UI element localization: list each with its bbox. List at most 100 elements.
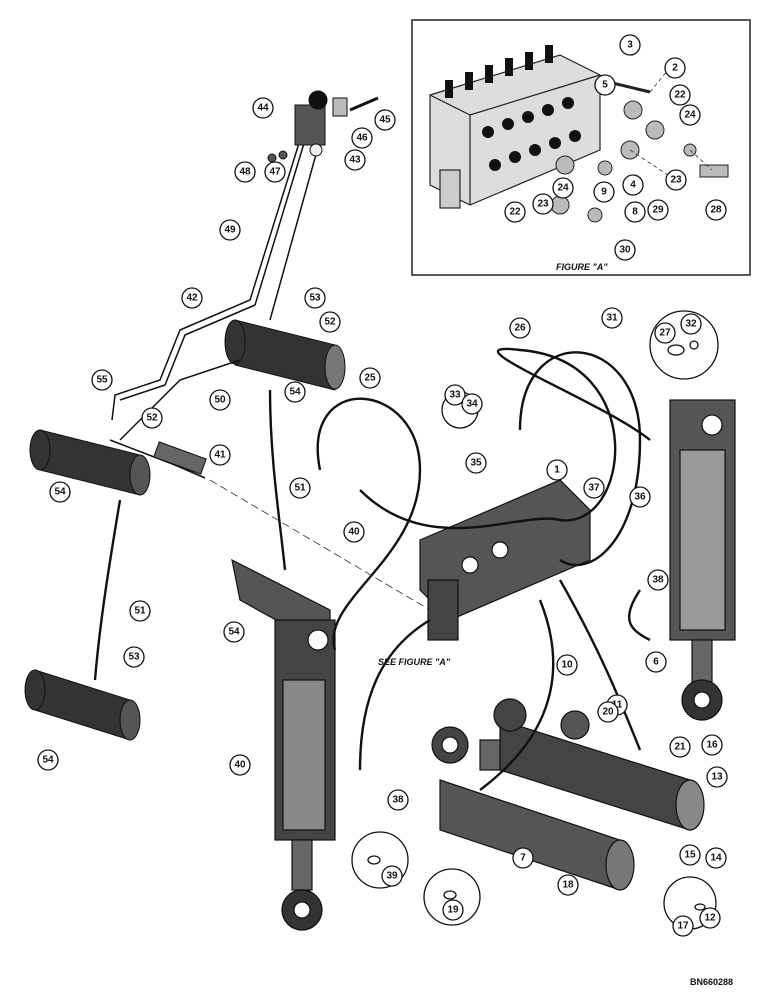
fig-callout: 22	[504, 201, 526, 223]
callout-number: 19	[447, 905, 459, 916]
callout-number: 36	[634, 492, 646, 503]
callout-number: 2	[672, 63, 678, 74]
callout-circle	[264, 161, 286, 183]
callout-circle	[645, 651, 667, 673]
center-dashed-line	[209, 479, 431, 611]
callout-number: 33	[449, 390, 461, 401]
lift-cylinder-right	[669, 399, 736, 721]
main-callout: 36	[629, 486, 651, 508]
callout-circle	[304, 287, 326, 309]
callout-circle	[679, 104, 701, 126]
main-callout: 40	[343, 521, 365, 543]
callout-number: 54	[289, 387, 301, 398]
fig-callout: 22	[669, 84, 691, 106]
main-callout: 51	[129, 600, 151, 622]
main-callout: 39	[381, 865, 403, 887]
callout-number: 24	[557, 183, 569, 194]
callout-number: 47	[269, 167, 281, 178]
figure-a-caption: FIGURE "A"	[556, 262, 608, 272]
main-callout: 33	[444, 384, 466, 406]
callout-number: 32	[685, 319, 697, 330]
main-callout: 34	[461, 393, 483, 415]
callout-number: 54	[228, 627, 240, 638]
callout-number: 51	[134, 606, 146, 617]
callout-circle	[129, 600, 151, 622]
callout-circle	[669, 84, 691, 106]
reservoir-tanks	[24, 319, 346, 741]
main-callout: 40	[229, 754, 251, 776]
callout-circle	[219, 219, 241, 241]
main-callout: 17	[672, 915, 694, 937]
callout-circle	[289, 477, 311, 499]
fig-callout: 30	[614, 239, 636, 261]
callout-number: 40	[234, 760, 246, 771]
callout-circle	[597, 701, 619, 723]
callout-circle	[664, 57, 686, 79]
callout-number: 7	[520, 853, 526, 864]
main-callout: 54	[223, 621, 245, 643]
callout-number: 22	[509, 207, 521, 218]
fig-callout: 8	[624, 201, 646, 223]
callout-circle	[619, 34, 641, 56]
main-callout: 46	[351, 127, 373, 149]
callout-circle	[552, 177, 574, 199]
main-callout: 50	[209, 389, 231, 411]
callout-circle	[229, 754, 251, 776]
callout-number: 14	[710, 853, 722, 864]
callout-circle	[679, 844, 701, 866]
callout-number: 28	[710, 205, 722, 216]
main-callout: 26	[509, 317, 531, 339]
callout-number: 17	[677, 921, 689, 932]
callout-number: 50	[214, 395, 226, 406]
callout-number: 4	[630, 180, 636, 191]
dashed-leaders	[629, 69, 713, 176]
callout-circle	[512, 847, 534, 869]
callout-number: 6	[653, 657, 659, 668]
valve-ports	[445, 45, 581, 171]
main-callout: 37	[583, 477, 605, 499]
fig-callout: 29	[647, 199, 669, 221]
callout-circle	[209, 389, 231, 411]
callout-number: 3	[627, 40, 633, 51]
callout-circle	[614, 239, 636, 261]
fig-callout: 23	[532, 193, 554, 215]
callout-circle	[672, 915, 694, 937]
main-callout: 38	[387, 789, 409, 811]
callout-circle	[556, 654, 578, 676]
main-callout: 42	[181, 287, 203, 309]
callout-circle	[343, 521, 365, 543]
main-callout: 32	[680, 313, 702, 335]
callout-number: 9	[601, 187, 607, 198]
tilt-cylinders	[431, 698, 705, 891]
callout-number: 24	[684, 110, 696, 121]
main-callout: 25	[359, 367, 381, 389]
callout-number: 44	[257, 103, 269, 114]
callout-number: 5	[602, 80, 608, 91]
callout-number: 27	[659, 328, 671, 339]
callout-number: 53	[309, 293, 321, 304]
callout-number: 22	[674, 90, 686, 101]
fig-callout: 24	[679, 104, 701, 126]
callout-circle	[504, 201, 526, 223]
callout-circle	[344, 149, 366, 171]
main-callout: 52	[141, 407, 163, 429]
main-callout: 49	[219, 219, 241, 241]
callout-circle	[629, 486, 651, 508]
callout-circle	[234, 161, 256, 183]
callout-circle	[594, 74, 616, 96]
callout-circle	[252, 97, 274, 119]
callout-circle	[557, 874, 579, 896]
callout-number: 8	[632, 207, 638, 218]
main-callout: 7	[512, 847, 534, 869]
callout-circle	[465, 452, 487, 474]
callout-circle	[665, 169, 687, 191]
callout-circle	[181, 287, 203, 309]
main-callout: 19	[442, 899, 464, 921]
callout-number: 46	[356, 133, 368, 144]
main-callout: 48	[234, 161, 256, 183]
rigid-pipes	[109, 139, 321, 479]
main-callout: 52	[319, 311, 341, 333]
main-callout: 13	[706, 766, 728, 788]
